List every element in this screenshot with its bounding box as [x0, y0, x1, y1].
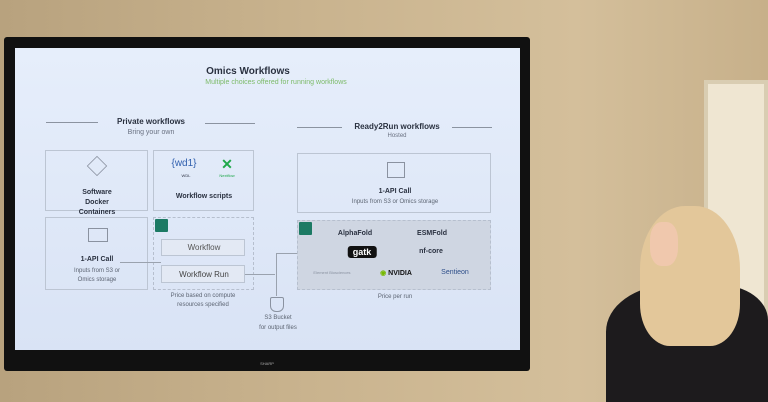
private-subtitle: Bring your own	[127, 129, 175, 136]
provider-element: Element Biosciences	[313, 270, 351, 275]
private-api-desc-2: Omics storage	[77, 277, 117, 283]
nextflow-label: Nextflow	[219, 173, 235, 178]
presenter-face	[650, 222, 678, 266]
nvidia-label: NVIDIA	[388, 270, 412, 277]
scripts-box: {wd1} WDL ✕ Nextflow Workflow scripts	[153, 150, 254, 211]
api-icon	[387, 162, 405, 178]
ready2run-api-box: 1-API Call Inputs from S3 or Omics stora…	[297, 153, 491, 213]
private-api-desc: Inputs from S3 or	[73, 268, 121, 274]
ready2run-subtitle: Hosted	[387, 133, 407, 139]
workflow-run-box: Workflow Run	[161, 265, 245, 283]
provider-nvidia: ◉ NVIDIA	[380, 270, 412, 277]
workflow-label: Workflow	[187, 243, 221, 252]
presentation-slide: Omics Workflows Multiple choices offered…	[15, 48, 520, 350]
slide-title: Omics Workflows	[206, 66, 290, 77]
scripts-label: Workflow scripts	[175, 193, 233, 200]
tv-brand: SHARP	[260, 361, 274, 366]
omics-icon	[299, 222, 312, 235]
workflow-box: Workflow	[161, 239, 245, 256]
private-price: Price based on compute	[170, 293, 236, 299]
containers-label: Software Docker Containers	[78, 189, 116, 216]
bucket-label-2: for output files	[259, 325, 297, 331]
provider-gatk: gatk	[347, 246, 377, 258]
nextflow-icon: ✕	[221, 156, 233, 172]
private-api-title: 1-API Call	[80, 256, 114, 263]
provider-alphafold: AlphaFold	[337, 230, 373, 237]
api-icon	[88, 228, 108, 242]
provider-esmfold: ESMFold	[417, 230, 447, 237]
private-price-2: resources specified	[177, 302, 229, 308]
provider-nfcore: nf-core	[419, 248, 443, 255]
omics-icon	[155, 219, 168, 232]
ready2run-api-desc: Inputs from S3 or Omics storage	[351, 199, 439, 205]
providers-box: AlphaFold ESMFold gatk nf-core Element B…	[297, 220, 491, 290]
workflow-area	[153, 217, 254, 290]
box-icon	[86, 155, 108, 177]
s3-bucket-icon	[270, 297, 284, 312]
bucket-label: S3 Bucket	[264, 315, 292, 321]
ready2run-title: Ready2Run workflows	[354, 122, 440, 131]
private-api-box: 1-API Call Inputs from S3 or Omics stora…	[45, 217, 148, 290]
containers-box: Software Docker Containers	[45, 150, 148, 216]
ready2run-api-title: 1-API Call	[378, 188, 412, 195]
private-title: Private workflows	[116, 117, 186, 126]
slide-subtitle: Multiple choices offered for running wor…	[205, 79, 347, 86]
provider-sentieon: Sentieon	[441, 269, 469, 276]
ready2run-price: Price per run	[377, 294, 413, 300]
wdl-label: WDL	[181, 173, 191, 178]
workflow-run-label: Workflow Run	[179, 270, 229, 279]
wdl-logo: {wd1}	[171, 158, 197, 169]
